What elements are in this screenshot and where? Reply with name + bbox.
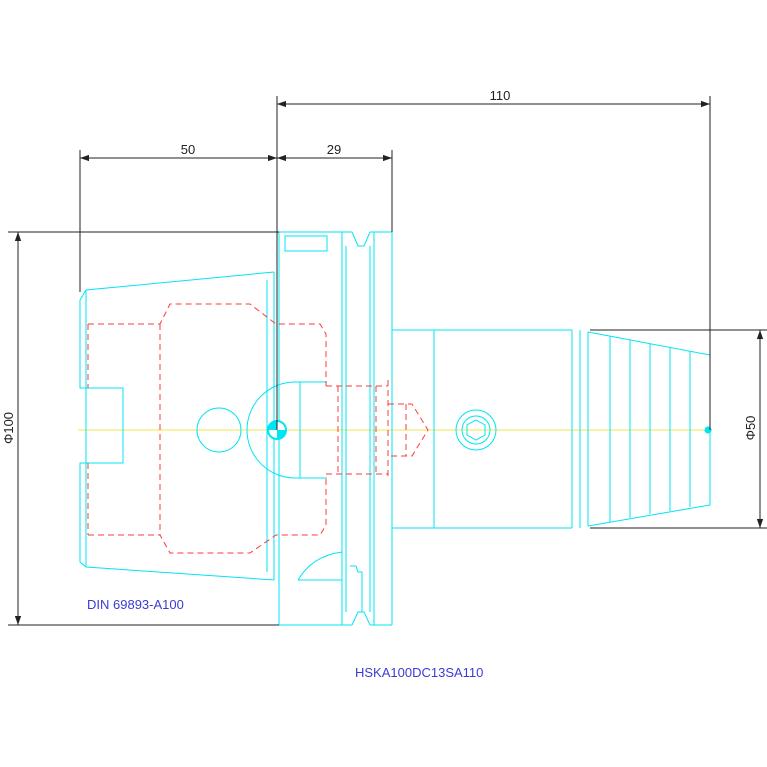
standard-label: DIN 69893-A100 xyxy=(87,597,184,612)
part-number-label: HSKA100DC13SA110 xyxy=(355,665,483,680)
dim-text-29: 29 xyxy=(327,142,341,157)
flange-outline xyxy=(246,231,393,626)
hidden-lines xyxy=(87,303,429,554)
dim-text-50: 50 xyxy=(181,142,195,157)
dim-text-d100: Φ100 xyxy=(1,412,16,444)
dim-text-d50: Φ50 xyxy=(743,416,758,441)
dimension-lines xyxy=(8,96,767,626)
shank-outline xyxy=(392,329,712,529)
dim-text-110: 110 xyxy=(490,88,511,103)
hsk-taper-outline xyxy=(79,271,275,581)
